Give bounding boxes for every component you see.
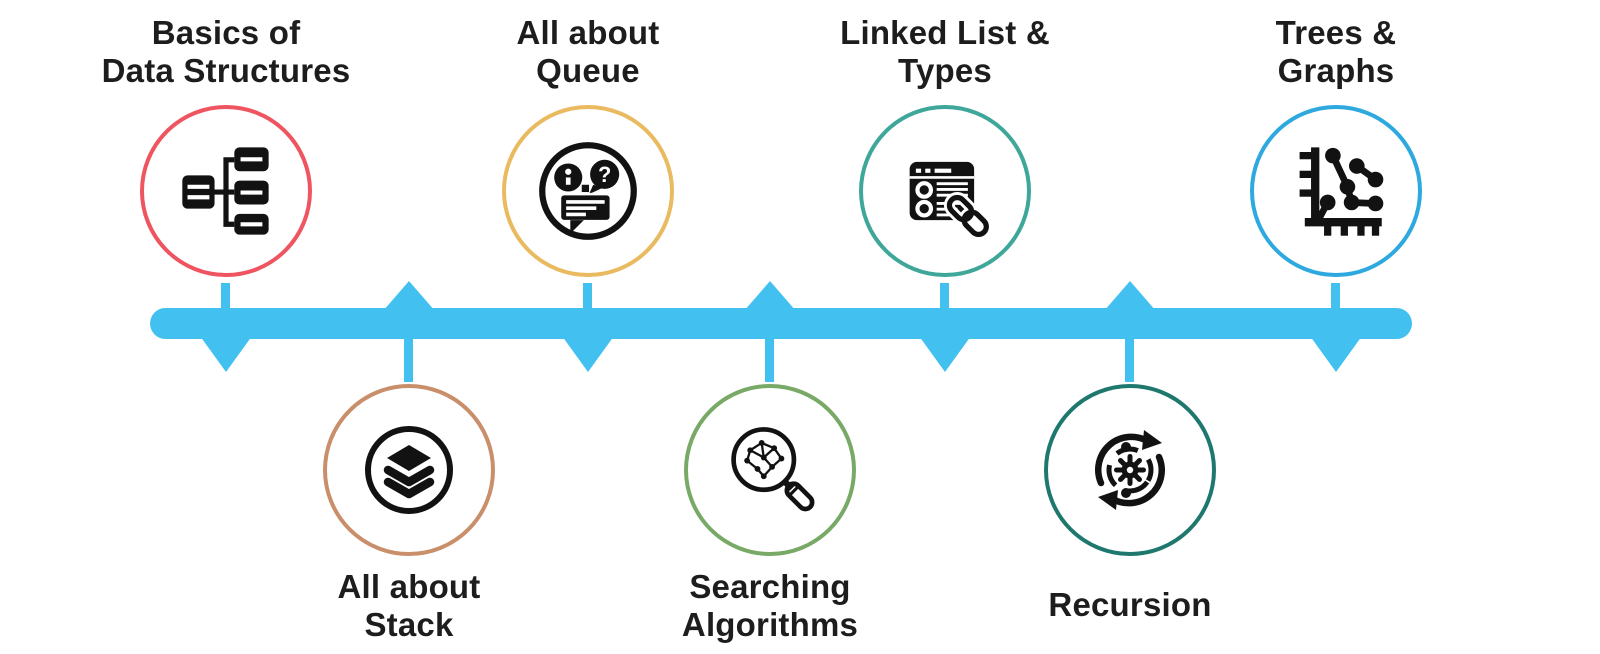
graph-chart-icon — [1299, 147, 1384, 236]
topic-circle-recursion — [1044, 384, 1216, 556]
topic-label-trees-graphs: Trees & Graphs — [1275, 14, 1397, 89]
faq-bubbles-icon: ? — [539, 142, 637, 240]
connector-stick — [940, 283, 949, 313]
topic-label-searching: Searching Algorithms — [681, 568, 859, 643]
connector-stick — [1331, 283, 1340, 313]
topic-circle-basics — [140, 105, 312, 277]
topic-circle-stack — [323, 384, 495, 556]
timeline-bar — [150, 308, 1412, 339]
connector-stick — [765, 334, 774, 382]
topic-circle-queue: ? — [502, 105, 674, 277]
topic-label-basics: Basics of Data Structures — [101, 14, 351, 89]
topic-label-stack: All about Stack — [337, 568, 481, 643]
arrow-up-marker — [383, 281, 435, 311]
arrow-down-marker — [1310, 336, 1362, 372]
search-network-icon — [731, 427, 815, 512]
connector-stick — [404, 334, 413, 382]
browser-link-icon — [909, 161, 992, 240]
arrow-down-marker — [562, 336, 614, 372]
arrow-down-marker — [200, 336, 252, 372]
svg-text:?: ? — [598, 162, 611, 187]
topic-label-recursion: Recursion — [1048, 586, 1212, 623]
recursion-loop-icon — [1095, 430, 1165, 510]
arrow-down-marker — [919, 336, 971, 372]
hierarchy-icon — [182, 147, 269, 235]
connector-stick — [1125, 334, 1134, 382]
topic-label-queue: All about Queue — [516, 14, 660, 89]
connector-stick — [583, 283, 592, 313]
topic-circle-linked-list — [859, 105, 1031, 277]
arrow-up-marker — [1104, 281, 1156, 311]
topic-circle-trees-graphs — [1250, 105, 1422, 277]
topic-label-linked-list: Linked List & Types — [840, 14, 1050, 89]
arrow-up-marker — [744, 281, 796, 311]
layers-stack-icon — [365, 426, 453, 514]
connector-stick — [221, 283, 230, 313]
topic-circle-searching — [684, 384, 856, 556]
